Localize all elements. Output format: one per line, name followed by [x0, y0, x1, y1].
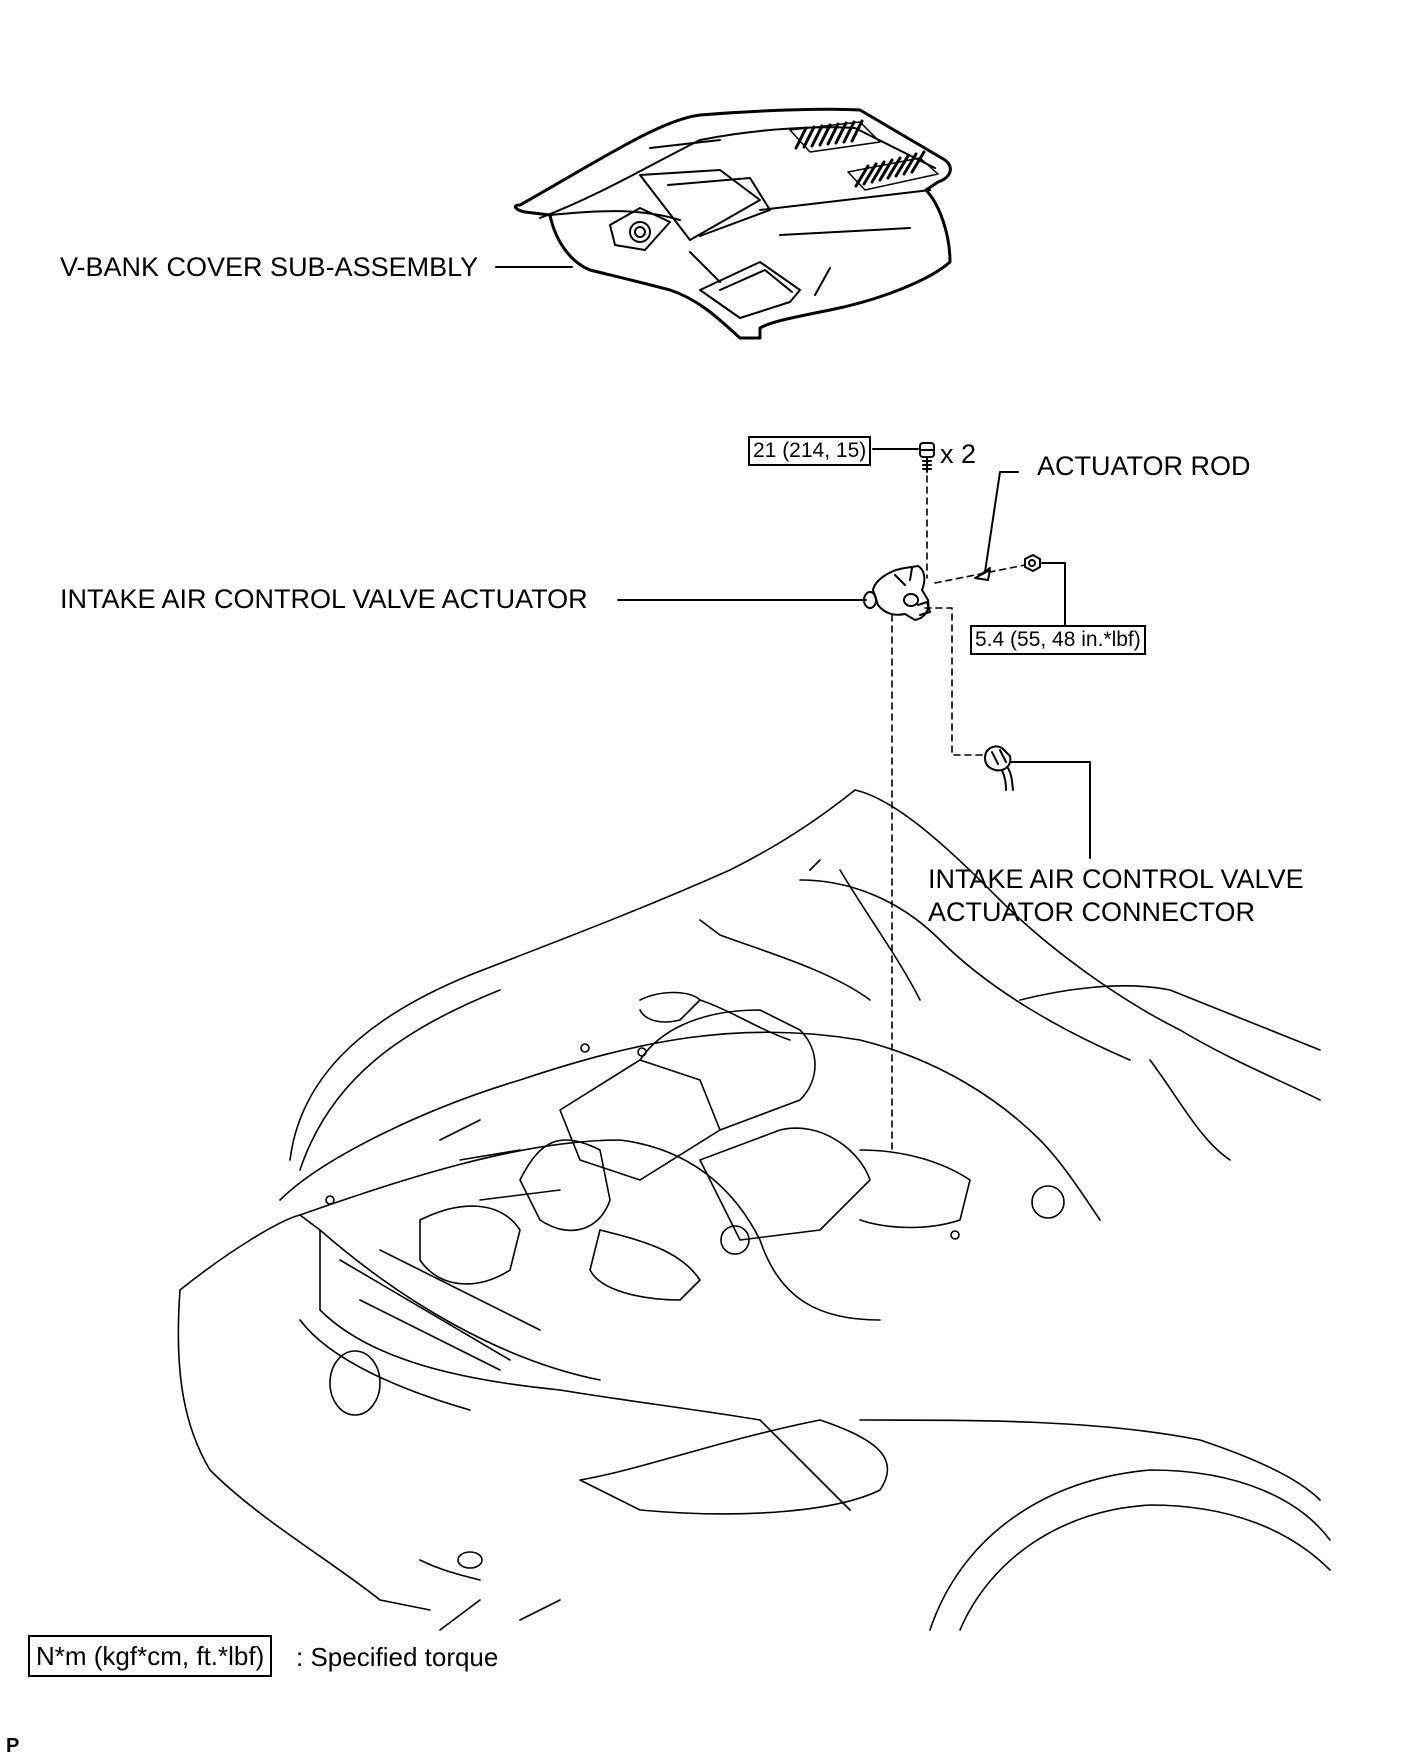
legend-unit-box: N*m (kgf*cm, ft.*lbf): [28, 1635, 273, 1677]
actuator-rod: [974, 567, 991, 581]
label-v-bank-cover: V-BANK COVER SUB-ASSEMBLY: [60, 252, 479, 282]
label-actuator-rod: ACTUATOR ROD: [1037, 451, 1251, 481]
v-bank-cover: [513, 107, 952, 340]
legend-description: : Specified torque: [296, 1642, 499, 1672]
label-connector-line2: ACTUATOR CONNECTOR: [928, 897, 1256, 927]
corner-mark: P: [6, 1735, 20, 1757]
bolt: [919, 442, 935, 473]
label-intake-actuator: INTAKE AIR CONTROL VALVE ACTUATOR: [60, 584, 588, 614]
leader-connector: [1009, 761, 1091, 859]
torque-box-bolt: 21 (214, 15): [748, 436, 872, 466]
leader-actuator-rod: [984, 471, 1019, 573]
bolt-quantity: x 2: [940, 439, 977, 469]
torque-box-nut: 5.4 (55, 48 in.*lbf): [970, 625, 1146, 655]
label-connector-line1: INTAKE AIR CONTROL VALVE: [928, 864, 1304, 894]
nut: [1024, 554, 1041, 572]
intake-air-control-valve-actuator: [863, 565, 931, 621]
leader-nut-torque: [1041, 562, 1066, 626]
vehicle-front: [177, 789, 1331, 1631]
actuator-connector: [984, 745, 1014, 791]
assembly-dashed-lines: [891, 475, 1026, 1151]
